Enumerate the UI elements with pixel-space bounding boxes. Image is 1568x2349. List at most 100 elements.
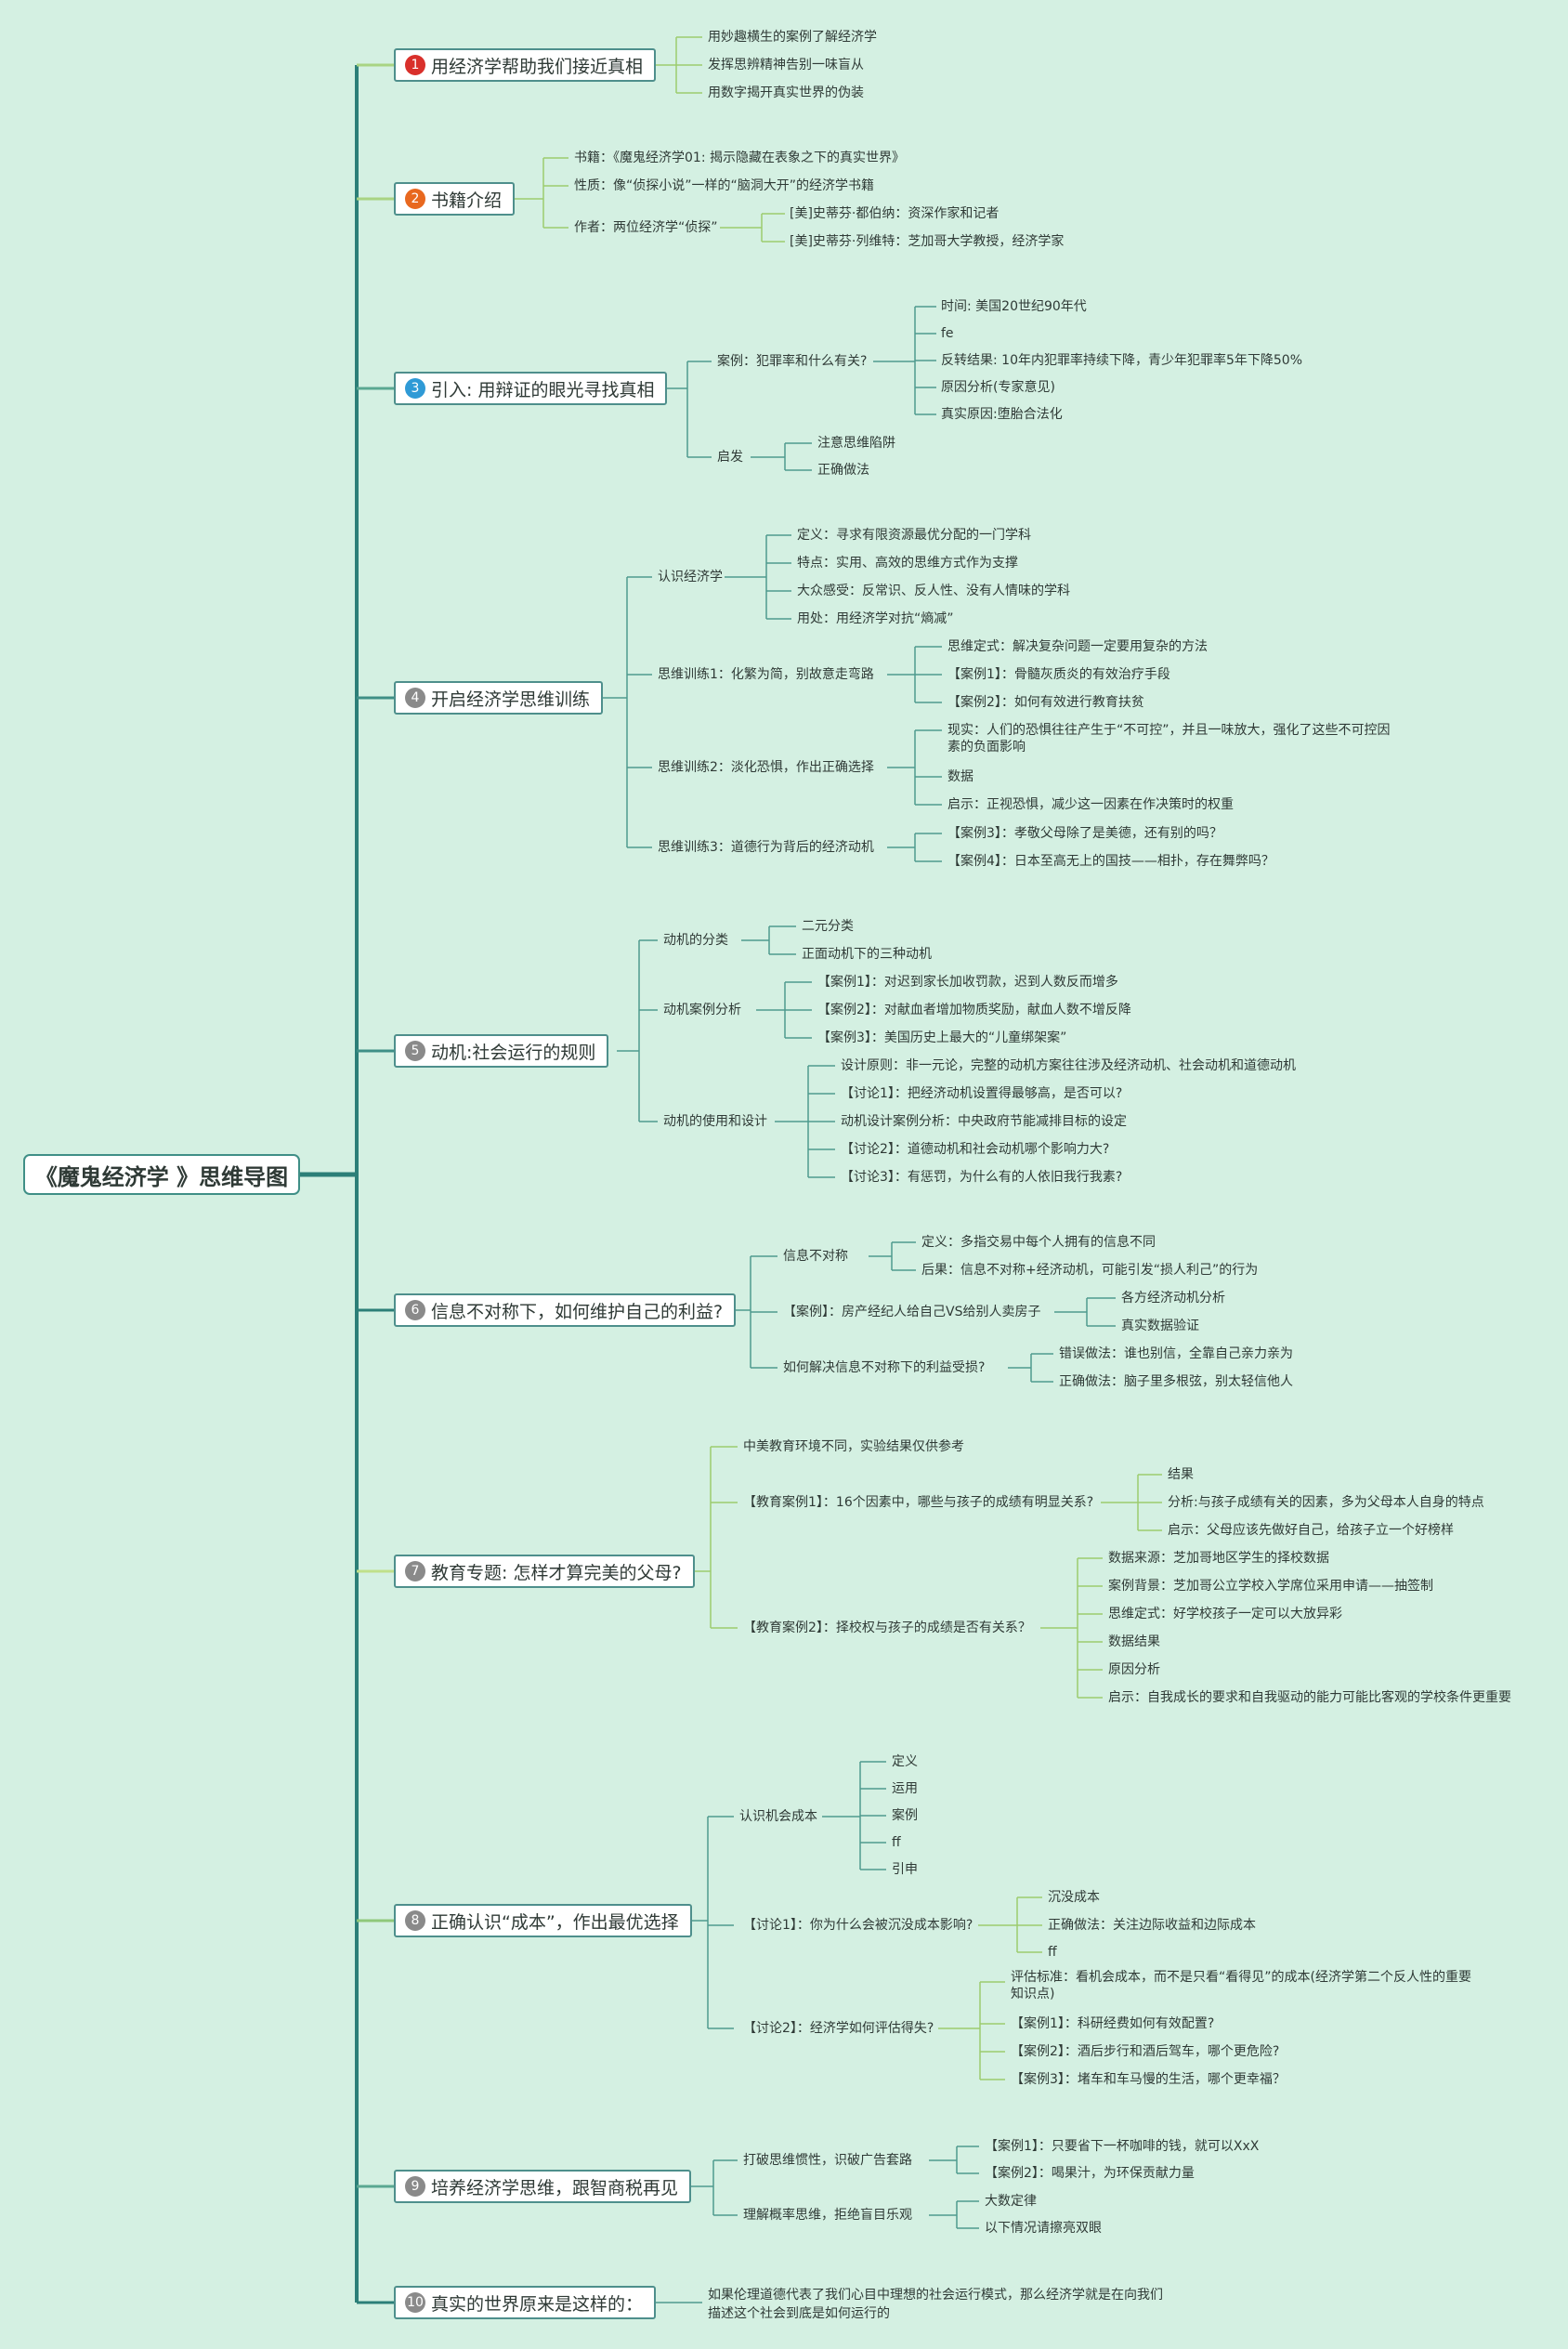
leaf[interactable]: 【讨论2】：道德动机和社会动机哪个影响力大? [841, 1142, 1110, 1157]
leaf[interactable]: 描述这个社会到底是如何运行的 [708, 2306, 890, 2321]
sub-topic[interactable]: 思维训练2：淡化恐惧，作出正确选择 [658, 760, 874, 775]
leaf[interactable]: 【案例1】：骨髓灰质炎的有效治疗手段 [947, 667, 1170, 682]
leaf[interactable]: 设计原则：非一元论，完整的动机方案往往涉及经济动机、社会动机和道德动机 [841, 1058, 1296, 1073]
leaf[interactable]: 思维定式：解决复杂问题一定要用复杂的方法 [947, 639, 1208, 654]
leaf[interactable]: 正确做法：脑子里多根弦，别太轻信他人 [1059, 1374, 1293, 1389]
sub-topic[interactable]: 思维训练3：道德行为背后的经济动机 [658, 840, 874, 855]
leaf[interactable]: 正面动机下的三种动机 [802, 947, 932, 962]
leaf[interactable]: 【案例4】：日本至高无上的国技——相扑，存在舞弊吗？ [947, 854, 1274, 869]
leaf[interactable]: 后果：信息不对称+经济动机，可能引发“损人利己”的行为 [921, 1263, 1259, 1278]
leaf[interactable]: 真实原因:堕胎合法化 [941, 407, 1063, 422]
leaf[interactable]: ff [1048, 1945, 1057, 1960]
root-node[interactable]: 《魔鬼经济学 》思维导图 [23, 1154, 300, 1195]
leaf[interactable]: 性质：像“侦探小说”一样的“脑洞大开”的经济学书籍 [574, 178, 875, 193]
leaf[interactable]: 用处：用经济学对抗“熵减” [797, 611, 954, 626]
leaf[interactable]: ff [892, 1835, 901, 1850]
leaf[interactable]: 原因分析(专家意见) [941, 380, 1055, 395]
leaf[interactable]: 发挥思辨精神告别一味盲从 [708, 58, 864, 72]
leaf[interactable]: 二元分类 [802, 919, 854, 934]
sub-topic[interactable]: 动机案例分析 [663, 1003, 741, 1017]
leaf[interactable]: 动机设计案例分析：中央政府节能减排目标的设定 [841, 1114, 1127, 1129]
sub-topic[interactable]: 【教育案例1】：16个因素中，哪些与孩子的成绩有明显关系? [743, 1495, 1094, 1510]
leaf[interactable]: 定义：寻求有限资源最优分配的一门学科 [797, 528, 1031, 543]
leaf[interactable]: 以下情况请擦亮双眼 [985, 2221, 1102, 2236]
leaf[interactable]: 【讨论3】：有惩罚，为什么有的人依旧我行我素? [841, 1170, 1123, 1185]
leaf[interactable]: 如果伦理道德代表了我们心目中理想的社会运行模式，那么经济学就是在向我们 [708, 2288, 1163, 2303]
sub-topic[interactable]: 认识经济学 [658, 570, 723, 584]
leaf[interactable]: 注意思维陷阱 [817, 436, 895, 451]
leaf[interactable]: [美]史蒂芬·列维特：芝加哥大学教授，经济学家 [790, 234, 1065, 249]
sub-topic[interactable]: 动机的分类 [663, 933, 728, 948]
sub-topic[interactable]: 中美教育环境不同，实验结果仅供参考 [743, 1439, 964, 1454]
sub-topic[interactable]: 【讨论1】：你为什么会被沉没成本影响? [743, 1918, 973, 1933]
leaf[interactable]: 各方经济动机分析 [1121, 1291, 1225, 1306]
leaf[interactable]: 运用 [892, 1781, 918, 1796]
sub-topic[interactable]: 认识机会成本 [739, 1809, 817, 1824]
leaf[interactable]: 特点：实用、高效的思维方式作为支撑 [797, 556, 1018, 571]
leaf[interactable]: 原因分析 [1108, 1662, 1160, 1677]
leaf[interactable]: 大数定律 [985, 2194, 1037, 2209]
leaf[interactable]: 【案例1】：对迟到家长加收罚款，迟到人数反而增多 [817, 975, 1118, 990]
leaf[interactable]: 【案例2】：喝果汁，为环保贡献力量 [985, 2166, 1195, 2181]
leaf[interactable]: 【案例3】：美国历史上最大的“儿童绑架案” [817, 1030, 1067, 1045]
sub-topic[interactable]: 【讨论2】：经济学如何评估得失? [743, 2021, 934, 2036]
leaf[interactable]: 数据来源：芝加哥地区学生的择校数据 [1108, 1551, 1329, 1566]
leaf[interactable]: 启示：父母应该先做好自己，给孩子立一个好榜样 [1168, 1523, 1454, 1538]
leaf[interactable]: 用妙趣横生的案例了解经济学 [708, 30, 877, 45]
sub-topic[interactable]: 作者：两位经济学“侦探” [574, 220, 718, 235]
leaf[interactable]: 【案例3】：堵车和车马慢的生活，哪个更幸福？ [1011, 2072, 1286, 2087]
leaf[interactable]: [美]史蒂芬·都伯纳：资深作家和记者 [790, 206, 1000, 221]
sub-topic[interactable]: 打破思维惯性，识破广告套路 [743, 2153, 912, 2168]
sub-topic[interactable]: 【教育案例2】：择校权与孩子的成绩是否有关系？ [743, 1621, 1031, 1635]
leaf[interactable]: fe [941, 326, 954, 341]
leaf[interactable]: 正确做法：关注边际收益和边际成本 [1048, 1918, 1256, 1933]
sub-topic[interactable]: 理解概率思维，拒绝盲目乐观 [743, 2208, 912, 2223]
leaf[interactable]: 用数字揭开真实世界的伪装 [708, 85, 864, 100]
leaf[interactable]: 真实数据验证 [1121, 1319, 1199, 1333]
leaf[interactable]: 大众感受：反常识、反人性、没有人情味的学科 [797, 584, 1070, 598]
leaf[interactable]: 反转结果: 10年内犯罪率持续下降，青少年犯罪率5年下降50% [941, 353, 1303, 368]
leaf[interactable]: 引申 [892, 1862, 918, 1877]
leaf[interactable]: 定义：多指交易中每个人拥有的信息不同 [921, 1235, 1156, 1250]
leaf[interactable]: 【案例1】：科研经费如何有效配置? [1011, 2016, 1215, 2031]
leaf[interactable]: 案例 [892, 1808, 918, 1823]
sub-topic[interactable]: 思维训练1：化繁为简，别故意走弯路 [658, 667, 874, 682]
sub-topic[interactable]: 信息不对称 [783, 1249, 848, 1264]
leaf[interactable]: 现实：人们的恐惧往往产生于“不可控”，并且一味放大，强化了这些不可控因素的负面影… [947, 723, 1391, 755]
leaf[interactable]: 分析:与孩子成绩有关的因素，多为父母本人自身的特点 [1168, 1495, 1484, 1510]
sub-topic[interactable]: 动机的使用和设计 [663, 1114, 767, 1129]
leaf[interactable]: 启示：正视恐惧，减少这一因素在作决策时的权重 [947, 797, 1234, 812]
leaf[interactable]: 正确做法 [817, 463, 869, 478]
leaf[interactable]: 【案例2】：如何有效进行教育扶贫 [947, 695, 1144, 710]
leaf[interactable]: 数据 [947, 769, 973, 784]
leaf[interactable]: 定义 [892, 1754, 918, 1769]
leaf[interactable]: 沉没成本 [1048, 1890, 1100, 1905]
leaf[interactable]: 思维定式：好学校孩子一定可以大放异彩 [1108, 1607, 1342, 1621]
sub-topic[interactable]: 案例：犯罪率和什么有关? [717, 354, 868, 369]
leaf[interactable]: 错误做法：谁也别信，全靠自己亲力亲为 [1059, 1346, 1293, 1361]
leaf[interactable]: 启示：自我成长的要求和自我驱动的能力可能比客观的学校条件更重要 [1108, 1690, 1511, 1705]
leaf[interactable]: 【讨论1】：把经济动机设置得最够高，是否可以? [841, 1086, 1123, 1101]
leaf[interactable]: 【案例3】：孝敬父母除了是美德，还有别的吗？ [947, 826, 1222, 841]
leaf[interactable]: 结果 [1168, 1467, 1194, 1482]
sub-topic[interactable]: 【案例】：房产经纪人给自己VS给别人卖房子 [783, 1305, 1041, 1319]
leaf[interactable]: 【案例2】：对献血者增加物质奖励，献血人数不增反降 [817, 1003, 1131, 1017]
sub-topic[interactable]: 启发 [717, 450, 743, 465]
leaf[interactable]: 时间: 美国20世纪90年代 [941, 299, 1087, 314]
leaf[interactable]: 评估标准：看机会成本，而不是只看“看得见”的成本(经济学第二个反人性的重要知识点… [1011, 1970, 1471, 2001]
sub-topic[interactable]: 如何解决信息不对称下的利益受损? [783, 1360, 986, 1375]
leaf[interactable]: 【案例1】：只要省下一杯咖啡的钱，就可以XxX [985, 2139, 1260, 2154]
leaf[interactable]: 案例背景：芝加哥公立学校入学席位采用申请——抽签制 [1108, 1579, 1433, 1594]
leaf[interactable]: 【案例2】：酒后步行和酒后驾车，哪个更危险? [1011, 2044, 1280, 2059]
leaf[interactable]: 数据结果 [1108, 1634, 1160, 1649]
